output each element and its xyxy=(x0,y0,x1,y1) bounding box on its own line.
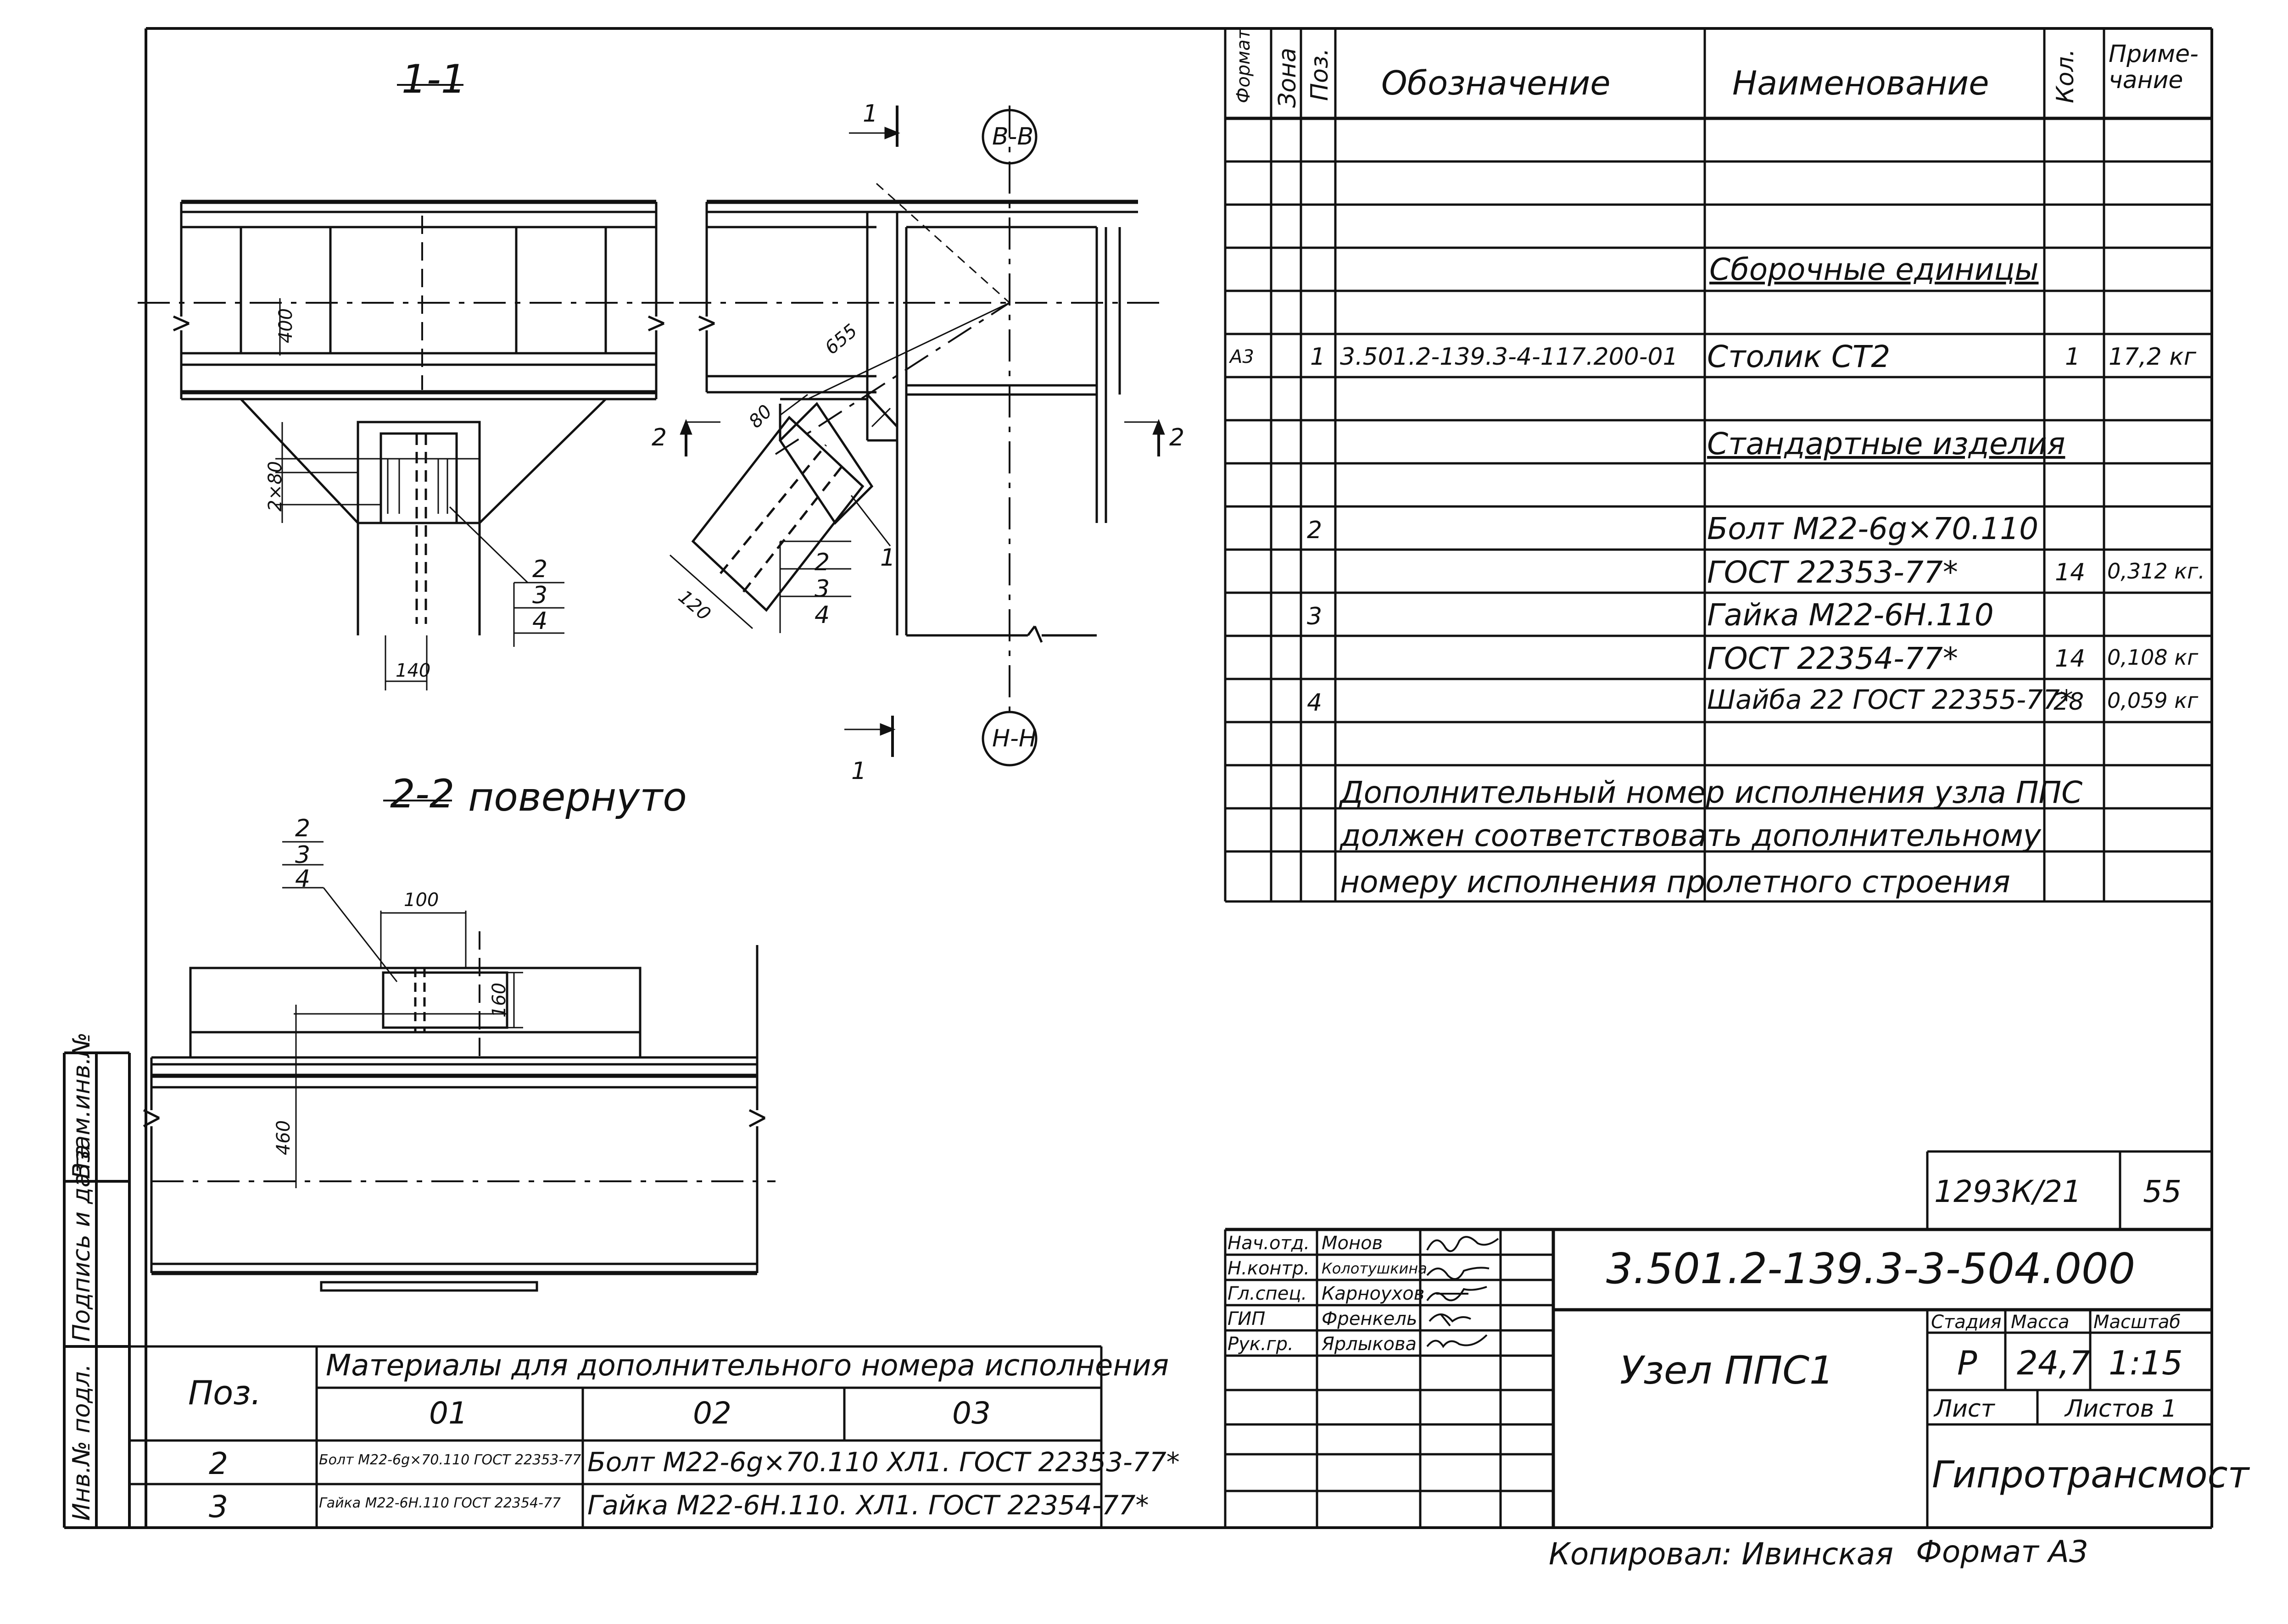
order-number: 1293К/21 xyxy=(1934,1174,2082,1209)
stage-label: Стадия xyxy=(1931,1312,2002,1333)
staff-name-3: Карноухов xyxy=(1322,1283,1425,1304)
staff-name-1: Монов xyxy=(1322,1233,1383,1254)
spec-row3-note: 0,108 кг xyxy=(2107,645,2199,670)
spec-row4-note: 0,059 кг xyxy=(2107,688,2199,713)
staff-role-1: Нач.отд. xyxy=(1228,1233,1310,1254)
materials-col-02: 02 xyxy=(693,1396,731,1431)
spec-row4-pos: 4 xyxy=(1307,689,1323,717)
spec-header-name: Наименование xyxy=(1732,64,1989,102)
section-1-1-left-view xyxy=(138,200,679,690)
spec-table-grid xyxy=(1224,28,2212,903)
spec-section-assembly: Сборочные единицы xyxy=(1709,252,2039,287)
spec-row1-note: 17,2 кг xyxy=(2109,343,2197,371)
scale-value: 1:15 xyxy=(2109,1344,2183,1382)
spec-row1-name: Столик СТ2 xyxy=(1707,339,1891,374)
spec-row4-qty: 28 xyxy=(2054,688,2084,716)
callout-left-2: 2 xyxy=(532,556,548,583)
callout-left-4: 4 xyxy=(532,607,548,635)
spec-row1-qty: 1 xyxy=(2065,343,2081,371)
copied-by: Копировал: Ивинская xyxy=(1549,1536,1893,1572)
callout-left-3: 3 xyxy=(532,582,548,609)
cut-label-top: 1 xyxy=(863,100,878,128)
section-2-2-view xyxy=(143,841,776,1292)
scale-label: Масштаб xyxy=(2093,1312,2181,1333)
spec-row4-name: Шайба 22 ГОСТ 22355-77* xyxy=(1707,684,2073,715)
axis-label-top: В-В xyxy=(992,123,1034,150)
spec-row2-name1: Болт М22-6g×70.110 xyxy=(1707,511,2039,546)
sheet-frame xyxy=(63,27,2213,1529)
materials-row2-02-03: Гайка М22-6Н.110. ХЛ1. ГОСТ 22354-77* xyxy=(587,1490,1149,1521)
stage-value: Р xyxy=(1957,1344,1977,1382)
callout-right-2: 2 xyxy=(815,549,830,576)
materials-table-grid xyxy=(129,1345,1103,1528)
sheet-id: 55 xyxy=(2143,1174,2182,1209)
mass-label: Масса xyxy=(2011,1312,2070,1333)
spec-footnote-line1: Дополнительный номер исполнения узла ППС xyxy=(1340,775,2083,810)
staff-name-2: Колотушкина xyxy=(1322,1260,1427,1277)
spec-row2-name2: ГОСТ 22353-77* xyxy=(1707,555,1958,590)
staff-role-2: Н.контр. xyxy=(1228,1258,1310,1279)
materials-row1-pos: 2 xyxy=(209,1446,228,1481)
spec-footnote-line3: номеру исполнения пролетного строения xyxy=(1340,864,2010,900)
section-2-2-title: 2-2 xyxy=(390,771,455,817)
spec-row3-pos: 3 xyxy=(1307,603,1323,630)
sheet-format: Формат А3 xyxy=(1916,1534,2088,1569)
spec-row3-qty: 14 xyxy=(2055,645,2086,673)
materials-row2-01: Гайка М22-6Н.110 ГОСТ 22354-77 xyxy=(319,1495,561,1511)
cut-label-right: 2 xyxy=(1169,424,1185,451)
callout-2-2-3: 3 xyxy=(295,841,311,869)
materials-col-03: 03 xyxy=(952,1396,991,1431)
spec-row2-note: 0,312 кг. xyxy=(2107,559,2205,584)
organization-name: Гипротрансмост xyxy=(1932,1453,2249,1496)
spec-row1-format: А3 xyxy=(1230,346,1254,367)
section-1-1-right-view xyxy=(670,106,1166,720)
drawing-title: Узел ППС1 xyxy=(1620,1348,1834,1393)
dim-100: 100 xyxy=(404,890,439,911)
sheet-label: Лист xyxy=(1934,1395,1995,1423)
section-markers xyxy=(680,106,1165,767)
mass-value: 24,7 xyxy=(2017,1344,2091,1382)
materials-title: Материалы для дополнительного номера исп… xyxy=(326,1349,1169,1383)
spec-row3-name1: Гайка М22-6Н.110 xyxy=(1707,597,1994,633)
staff-role-4: ГИП xyxy=(1228,1308,1266,1329)
dim-140: 140 xyxy=(396,660,431,681)
spec-footnote-line2: должен соответствовать дополнительному xyxy=(1340,818,2041,853)
spec-section-standard: Стандартные изделия xyxy=(1707,426,2065,462)
spec-row3-name2: ГОСТ 22354-77* xyxy=(1707,641,1958,676)
spec-row2-pos: 2 xyxy=(1307,517,1323,544)
materials-pos-header: Поз. xyxy=(188,1374,262,1412)
staff-name-4: Френкель xyxy=(1322,1308,1417,1329)
title-block-grid xyxy=(1224,1150,2212,1528)
staff-role-5: Рук.гр. xyxy=(1228,1334,1294,1355)
spec-row2-qty: 14 xyxy=(2055,559,2086,586)
staff-role-3: Гл.спец. xyxy=(1228,1283,1307,1304)
document-code: 3.501.2-139.3-3-504.000 xyxy=(1606,1244,2136,1293)
spec-header-designation: Обозначение xyxy=(1381,64,1611,102)
materials-row1-01: Болт М22-6g×70.110 ГОСТ 22353-77 xyxy=(319,1452,581,1468)
callout-right-4: 4 xyxy=(815,601,830,629)
materials-col-01: 01 xyxy=(429,1396,468,1431)
cut-label-bottom: 1 xyxy=(851,757,867,785)
callout-right-3: 3 xyxy=(815,575,830,603)
axis-label-bottom: Н-Н xyxy=(992,725,1037,752)
spec-header-note: Приме-чание xyxy=(2109,40,2199,95)
spec-row1-pos: 1 xyxy=(1310,343,1326,371)
staff-name-5: Ярлыкова xyxy=(1322,1334,1417,1355)
callout-2-2-2: 2 xyxy=(295,815,311,842)
callout-2-2-4: 4 xyxy=(295,865,311,893)
materials-row2-pos: 3 xyxy=(209,1489,228,1524)
spec-row1-designation: 3.501.2-139.3-4-117.200-01 xyxy=(1340,343,1678,371)
materials-row1-02-03: Болт М22-6g×70.110 ХЛ1. ГОСТ 22353-77* xyxy=(587,1446,1180,1478)
cut-label-left: 2 xyxy=(652,424,667,451)
section-2-2-note: повернуто xyxy=(468,774,687,820)
sheets-count: Листов 1 xyxy=(2065,1395,2177,1423)
section-1-1-title: 1-1 xyxy=(402,56,466,102)
callout-position-1: 1 xyxy=(880,544,896,572)
heading-underlines xyxy=(383,84,463,801)
